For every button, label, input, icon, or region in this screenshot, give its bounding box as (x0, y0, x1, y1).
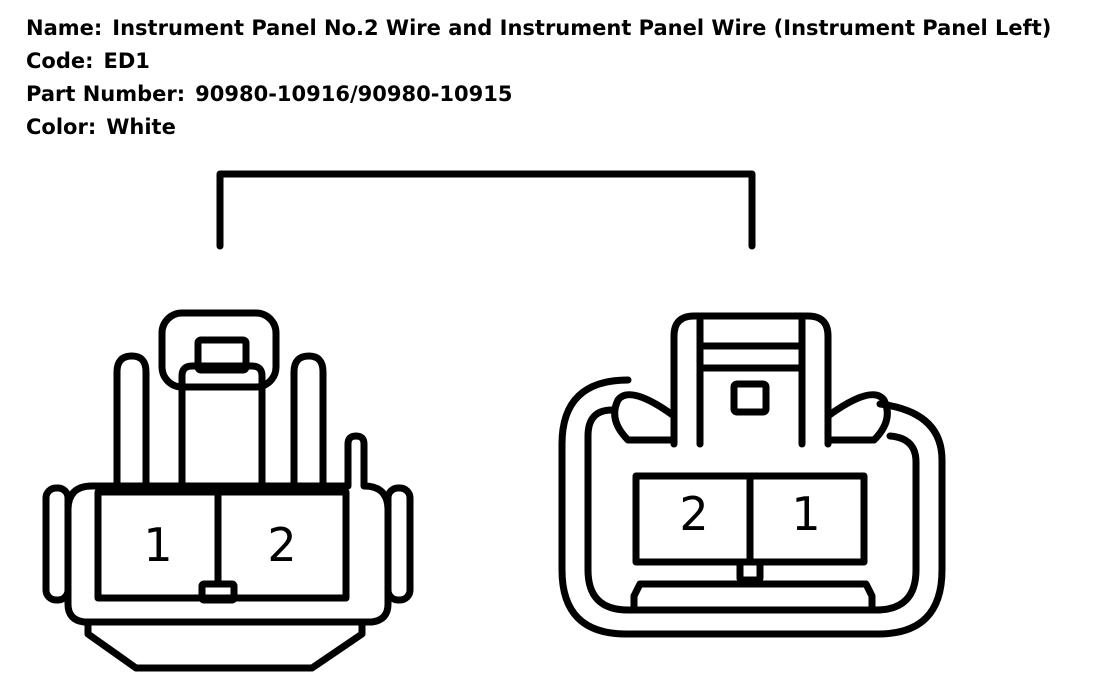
connector-info: Name: Instrument Panel No.2 Wire and Inst… (26, 12, 1051, 144)
left-post-right (290, 352, 327, 490)
left-lock-outer (158, 309, 280, 391)
right-shoulder-right (824, 391, 891, 444)
name-label: Name: (26, 16, 103, 40)
left-flange-right (384, 484, 414, 604)
right-pin-2: 2 (679, 487, 708, 541)
left-skirt (84, 618, 366, 672)
color-value: White (106, 115, 176, 139)
right-body-inner (584, 406, 920, 614)
right-shoulder-left (611, 391, 678, 444)
code-value: ED1 (103, 49, 150, 73)
code-label: Code: (26, 49, 94, 73)
left-pin-2: 2 (267, 518, 296, 572)
right-key (736, 558, 764, 584)
pairing-bracket (216, 170, 756, 250)
left-lock-window (194, 336, 250, 374)
connector-left: 1 2 (42, 309, 414, 672)
name-row: Name: Instrument Panel No.2 Wire and Inst… (26, 12, 1051, 45)
color-label: Color: (26, 115, 97, 139)
right-pin-1: 1 (791, 487, 820, 541)
right-lock-outer (670, 312, 832, 448)
part-number-value: 90980-10916/90980-10915 (195, 82, 513, 106)
connector-right: 2 1 (558, 312, 946, 638)
name-value: Instrument Panel No.2 Wire and Instrumen… (112, 16, 1052, 40)
part-number-row: Part Number: 90980-10916/90980-10915 (26, 78, 1051, 111)
left-post-left (113, 352, 150, 490)
left-pin-1: 1 (143, 518, 172, 572)
right-bottom-latch (630, 580, 876, 610)
left-flange-left (42, 484, 72, 604)
right-lock-tab (730, 380, 770, 416)
left-stem (178, 362, 266, 490)
color-row: Color: White (26, 111, 1051, 144)
part-number-label: Part Number: (26, 82, 186, 106)
right-body-outer (558, 376, 946, 638)
code-row: Code: ED1 (26, 45, 1051, 78)
left-key (198, 580, 238, 604)
